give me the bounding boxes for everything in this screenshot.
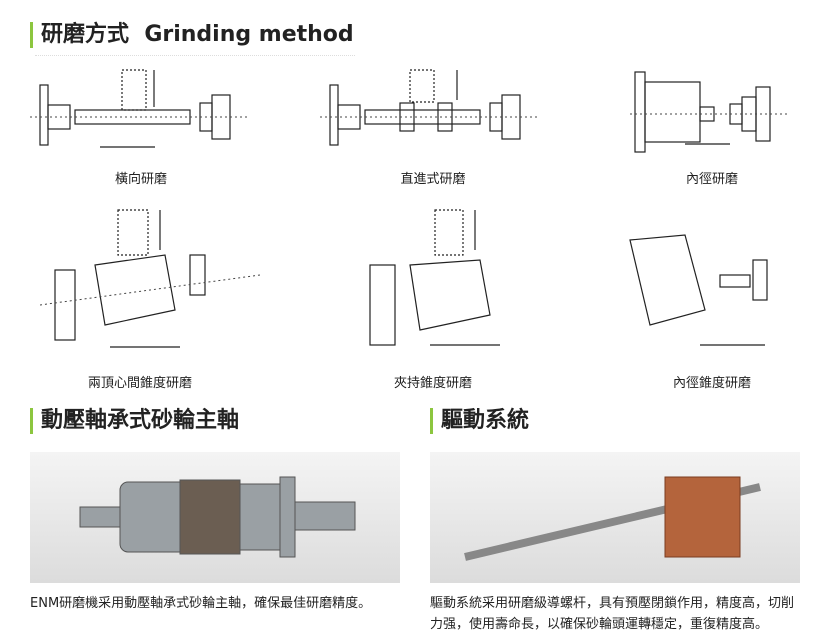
drive-heading: 驅動系統 — [430, 408, 529, 434]
diagram-chuck-taper — [369, 209, 500, 346]
drive-description: 驅動系統采用研磨級導螺杆，具有預壓閉鎖作用，精度高，切削力强，使用壽命長，以確保… — [430, 596, 795, 632]
diagram-internal-taper — [629, 234, 768, 346]
diagram-internal-grinding — [630, 71, 790, 153]
diagram-plunge-grinding — [320, 69, 540, 146]
caption-traverse: 橫向研磨 — [114, 172, 167, 187]
spindle-photo — [30, 452, 400, 583]
diagram-traverse-grinding — [30, 69, 250, 148]
spindle-heading: 動壓軸承式砂輪主軸 — [30, 408, 239, 434]
caption-taper-between-centers: 兩頂心間錐度研磨 — [87, 376, 192, 391]
drive-photo — [430, 452, 800, 583]
diagram-taper-between-centers — [40, 209, 260, 348]
page-title: 研磨方式 Grinding method — [30, 22, 354, 48]
caption-internal-taper: 內徑錐度研磨 — [672, 376, 751, 391]
caption-chuck-taper: 夾持錐度研磨 — [393, 376, 472, 391]
spindle-description: ENM研磨機采用動壓軸承式砂輪主軸，確保最佳研磨精度。 — [30, 596, 372, 611]
caption-plunge: 直進式研磨 — [400, 172, 466, 187]
divider — [35, 55, 355, 56]
caption-internal: 內徑研磨 — [685, 172, 738, 187]
